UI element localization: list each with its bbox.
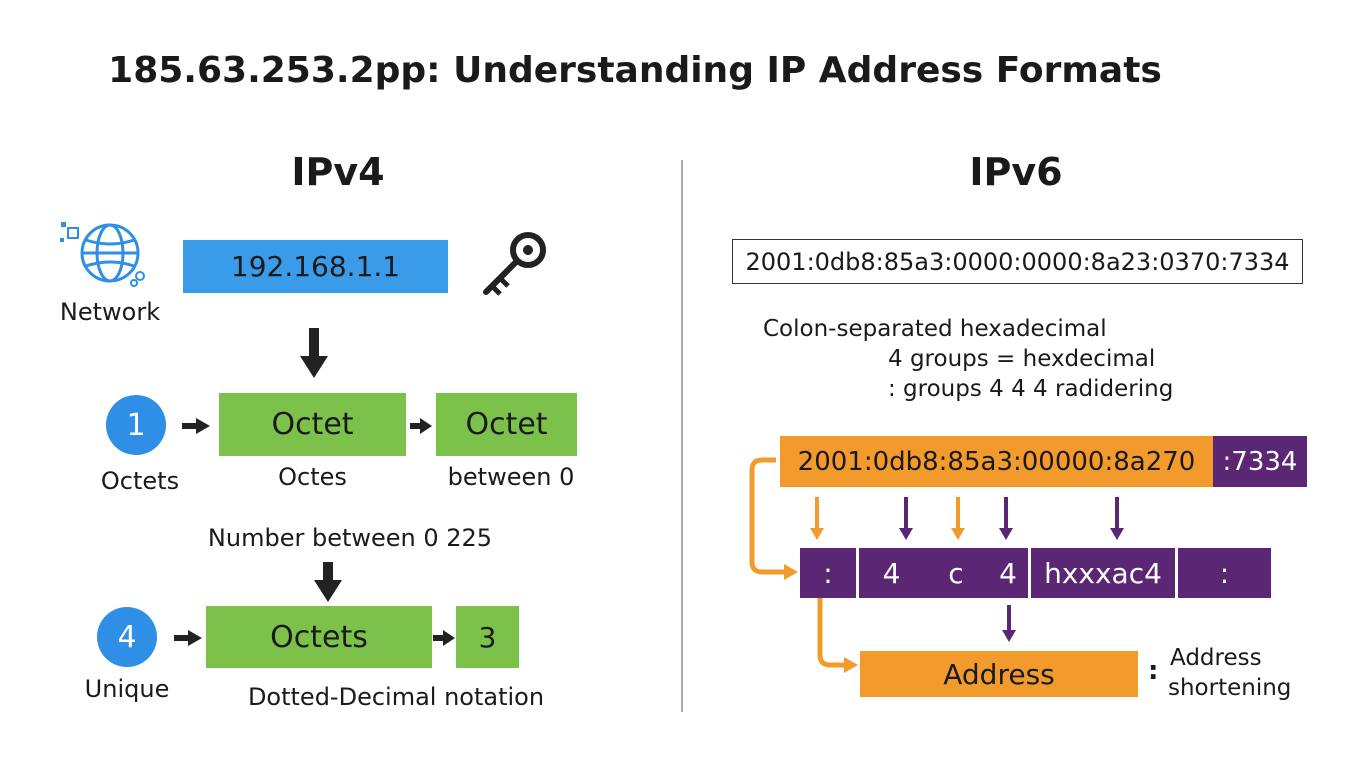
segment: c [924, 548, 988, 598]
ipv6-bar-end: :7334 [1213, 436, 1307, 487]
right-arrow-icon [174, 630, 202, 646]
ipv4-address-box: 192.168.1.1 [183, 240, 448, 293]
unique-count-circle: 4 [97, 607, 157, 667]
octet-count-circle: 1 [106, 395, 166, 455]
address-shortening-label-2: shortening [1168, 675, 1292, 701]
side-colon: : [1148, 656, 1159, 686]
dotted-decimal-label: Dotted-Decimal notation [247, 683, 545, 711]
octet-box-1: Octet [219, 393, 406, 456]
segment: : [800, 548, 856, 598]
desc-line-1: Colon-separated hexadecimal [763, 316, 1107, 342]
number-range-label: Number between 0 225 [207, 524, 493, 552]
three-box: 3 [456, 606, 519, 668]
unique-label: Unique [84, 675, 170, 703]
down-arrow-icon [314, 562, 342, 602]
ipv6-heading: IPv6 [969, 150, 1063, 194]
ipv6-bar-main: 2001:0db8:85a3:00000:8a270 [780, 436, 1213, 487]
desc-line-3: : groups 4 4 4 radidering [888, 376, 1174, 402]
octets-box: Octets [206, 606, 432, 668]
right-arrow-icon [433, 630, 455, 646]
segment: hxxxac4 [1031, 548, 1175, 598]
segment: 4 [988, 548, 1028, 598]
page-title: 185.63.253.2pp: Understanding IP Address… [108, 50, 1162, 91]
right-arrow-icon [410, 418, 432, 434]
segment: : [1178, 548, 1271, 598]
network-label: Network [59, 298, 161, 326]
right-arrow-icon [182, 418, 210, 434]
segment: 4 [859, 548, 924, 598]
octes-label: Octes [278, 463, 347, 491]
octet-box-2: Octet [436, 393, 577, 456]
octets-label: Octets [100, 467, 180, 495]
between-label: between 0 [447, 463, 575, 491]
section-divider [681, 160, 683, 712]
desc-line-2: 4 groups = hexdecimal [888, 346, 1156, 372]
key-icon [483, 232, 546, 296]
address-box: Address [860, 651, 1138, 697]
down-arrow-icon [300, 328, 328, 378]
ipv6-address-box: 2001:0db8:85a3:0000:0000:8a23:0370:7334 [732, 239, 1303, 284]
globe-icon [60, 222, 145, 287]
ipv4-heading: IPv4 [291, 150, 385, 194]
address-shortening-label-1: Address [1170, 645, 1262, 671]
